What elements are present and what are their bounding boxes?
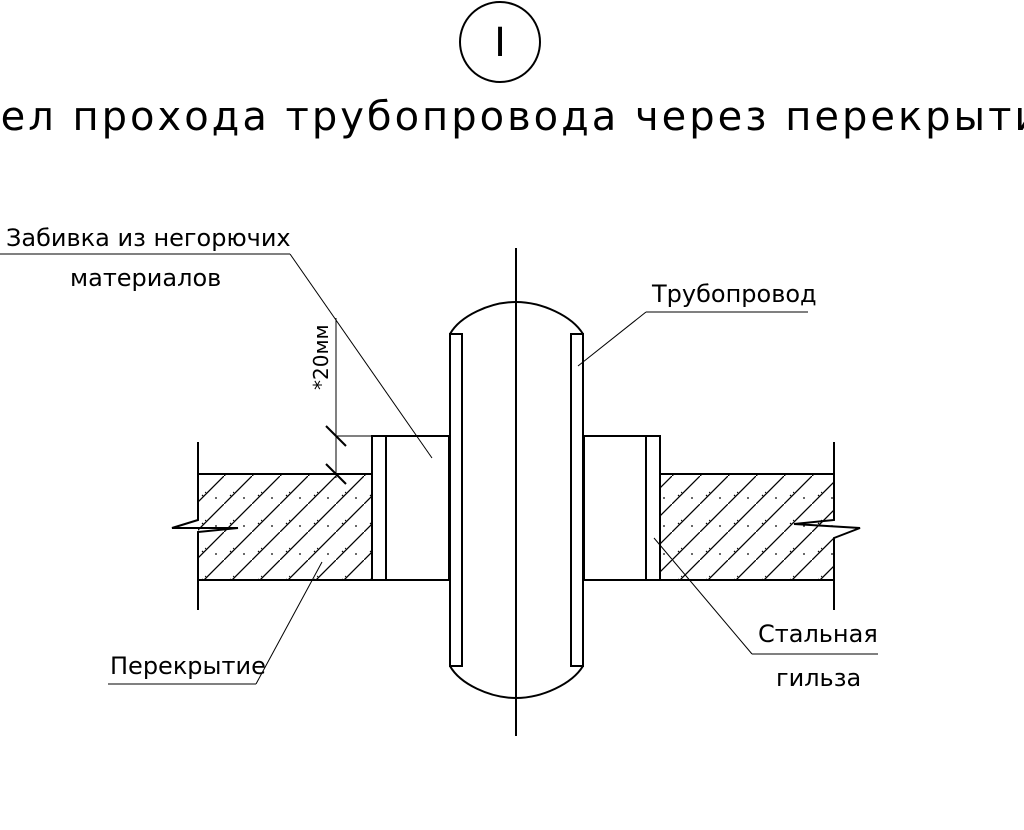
packing-label-line1: Забивка из негорючих — [6, 224, 291, 252]
detail-marker-text: I — [494, 20, 506, 66]
packing-right — [583, 435, 647, 581]
gap-dimension: *20мм — [309, 318, 372, 485]
packing-left — [385, 435, 450, 581]
gap-dimension-text: *20мм — [309, 324, 333, 390]
sleeve-label-line2: гильза — [776, 664, 861, 692]
detail-marker: I — [459, 1, 541, 83]
page-title: Узел прохода трубопровода через перекрыт… — [0, 94, 1024, 140]
break-line-right — [793, 442, 861, 610]
callout-slab: Перекрытие — [108, 561, 323, 685]
callout-pipeline: Трубопровод — [577, 280, 817, 367]
pipeline-label: Трубопровод — [651, 280, 817, 308]
callout-packing: Забивка из негорючих материалов — [0, 224, 433, 459]
steel-sleeve-right — [645, 435, 661, 581]
callout-sleeve: Стальная гильза — [653, 537, 878, 692]
floor-slab-left — [171, 442, 372, 610]
floor-slab-right — [660, 442, 861, 610]
slab-label: Перекрытие — [110, 652, 266, 680]
break-line-left — [171, 442, 239, 610]
sleeve-label-line1: Стальная — [758, 620, 878, 648]
steel-sleeve-left — [371, 435, 387, 581]
packing-label-line2: материалов — [70, 264, 221, 292]
